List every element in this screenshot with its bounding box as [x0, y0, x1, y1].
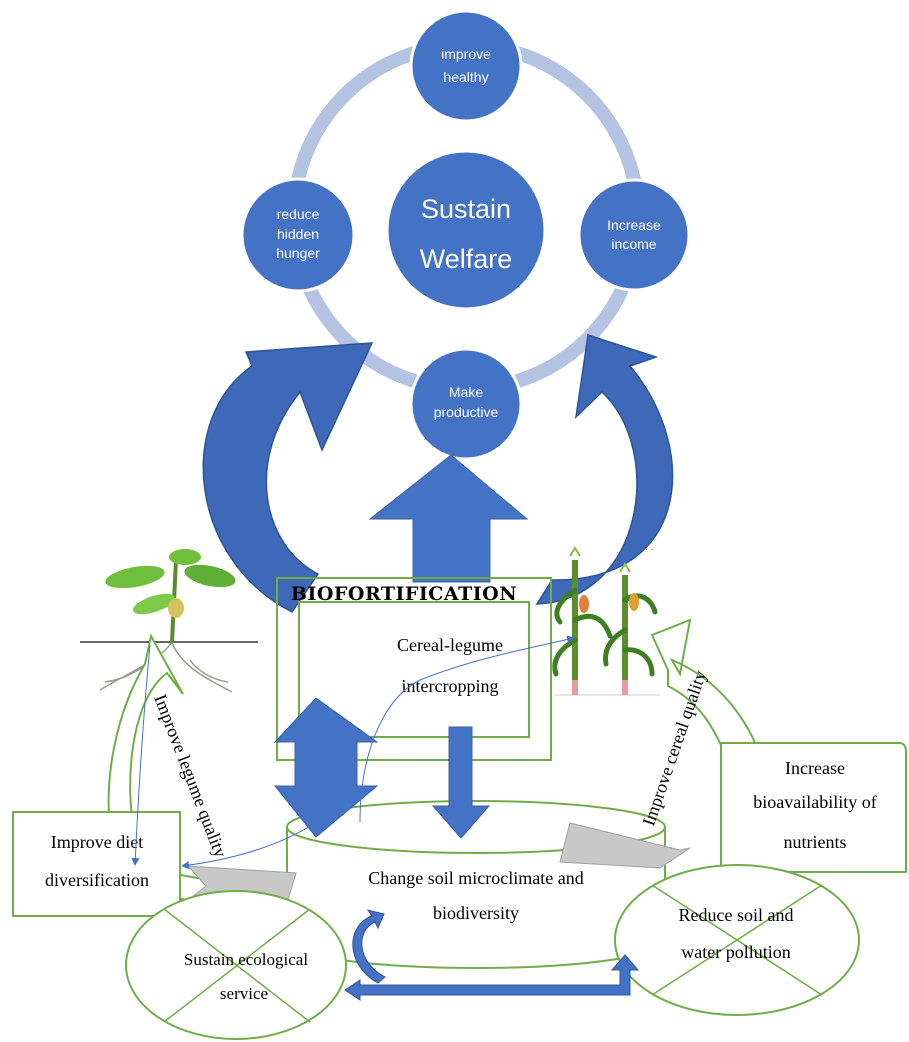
make-productive-line-1: Make	[449, 384, 483, 400]
connector-soil-to-diet	[181, 811, 331, 870]
diet-line-2: diversification	[45, 870, 149, 890]
sustain-welfare-line-2: Welfare	[420, 244, 513, 274]
ecological-ellipse	[125, 890, 347, 1040]
bioavailability-line-3: nutrients	[784, 832, 847, 852]
biofortification-box	[276, 577, 552, 761]
sustain-welfare-node: Sustain Welfare	[385, 149, 547, 311]
increase-income-line-2: income	[611, 236, 656, 252]
diet-box	[12, 811, 181, 917]
ecological-line-2: service	[220, 984, 268, 1003]
double-arrow-intercrop-soil	[273, 697, 379, 838]
curved-arrow-soil-to-biodiversity	[352, 909, 386, 984]
diet-line-1: Improve diet	[51, 832, 143, 852]
pollution-line-1: Reduce soil and	[679, 905, 794, 925]
pollution-ellipse	[614, 864, 860, 1016]
make-productive-line-2: productive	[434, 404, 499, 420]
intercropping-line-2: intercropping	[402, 676, 499, 696]
connector-legume-to-diet	[131, 644, 151, 866]
improve-healthy-line-1: improve	[441, 46, 491, 62]
left-curved-arrow	[202, 342, 374, 613]
stray-dots: · ·	[645, 544, 654, 554]
bioavailability-line-1: Increase	[785, 758, 845, 778]
bioavailability-line-2: bioavailability of	[753, 792, 876, 812]
improve-healthy-line-2: healthy	[443, 69, 488, 85]
sustain-welfare-line-1: Sustain	[421, 194, 511, 224]
reduce-hidden-hunger-line-3: hunger	[276, 245, 320, 261]
right-curved-arrow	[535, 334, 674, 605]
cereal-quality-label: Improve cereal quality	[638, 668, 710, 829]
ecological-line-1: Sustain ecological	[184, 950, 308, 969]
make-productive-node: Make productive	[409, 347, 523, 461]
maize-plant-icon	[552, 546, 660, 696]
bioavailability-box	[720, 742, 907, 873]
intercropping-line-1: Cereal-legume	[397, 635, 503, 655]
reduce-hidden-hunger-line-1: reduce	[277, 206, 320, 222]
soil-line-2: biodiversity	[433, 903, 519, 923]
bottom-connector-arrow	[344, 954, 640, 1001]
connector-intercrop-to-maize	[359, 635, 575, 823]
improve-healthy-node: improve healthy	[409, 9, 523, 123]
increase-income-line-1: Increase	[607, 217, 661, 233]
up-arrow-make-productive	[368, 454, 529, 583]
biofortification-label: BIOFORTIFICATION	[291, 583, 517, 605]
reduce-hidden-hunger-node: reduce hidden hunger	[240, 177, 356, 293]
down-arrow-soil	[431, 726, 491, 839]
reduce-hidden-hunger-line-2: hidden	[277, 226, 319, 242]
cereal-gray-arrow	[559, 822, 691, 869]
pollution-line-2: water pollution	[681, 942, 790, 962]
soil-line-1: Change soil microclimate and	[368, 868, 583, 888]
increase-income-node: Increase income	[577, 178, 691, 292]
